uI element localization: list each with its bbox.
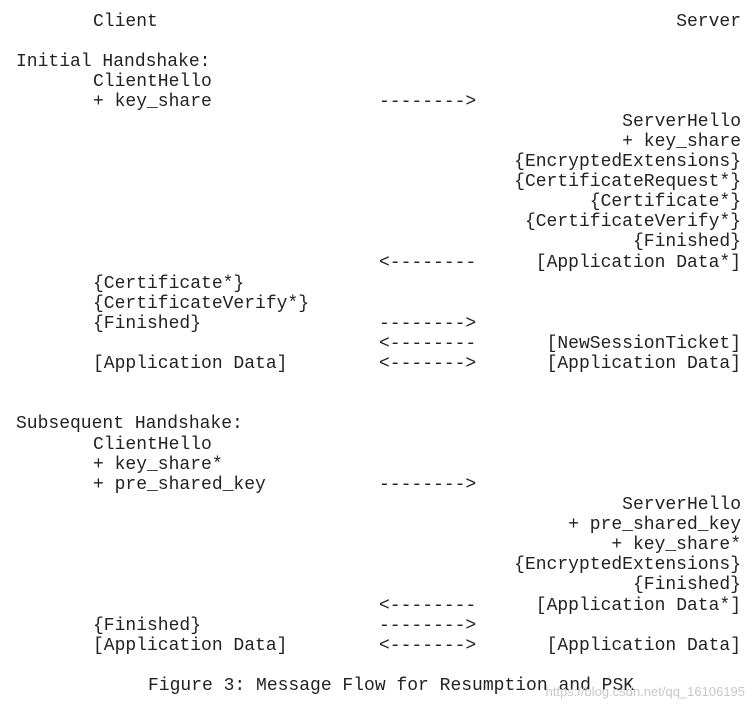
- initial-client-finished: {Finished}: [93, 314, 202, 334]
- subsequent-arrow-to-server-2: -------->: [379, 616, 477, 636]
- initial-client-key-share: + key_share: [93, 92, 212, 112]
- initial-client-app-data: [Application Data]: [93, 354, 288, 374]
- initial-handshake-heading: Initial Handshake:: [16, 52, 211, 72]
- subsequent-client-app-data: [Application Data]: [93, 636, 288, 656]
- watermark: https://blog.csdn.net/qq_16106195: [545, 684, 746, 699]
- subsequent-server-app-data-2: [Application Data]: [546, 636, 741, 656]
- subsequent-arrow-bidirectional: <------->: [379, 636, 477, 656]
- subsequent-server-finished: {Finished}: [632, 575, 741, 595]
- initial-server-finished: {Finished}: [632, 232, 741, 252]
- subsequent-server-hello: ServerHello: [622, 495, 741, 515]
- initial-server-app-data-2: [Application Data]: [546, 354, 741, 374]
- server-column-header: Server: [676, 12, 741, 32]
- subsequent-handshake-heading: Subsequent Handshake:: [16, 414, 243, 434]
- subsequent-client-finished: {Finished}: [93, 616, 202, 636]
- initial-arrow-to-server-1: -------->: [379, 92, 477, 112]
- initial-client-certificate-verify: {CertificateVerify*}: [93, 294, 310, 314]
- initial-client-hello: ClientHello: [93, 72, 212, 92]
- initial-encrypted-extensions: {EncryptedExtensions}: [514, 152, 741, 172]
- subsequent-server-pre-shared-key: + pre_shared_key: [568, 515, 741, 535]
- initial-arrow-bidirectional: <------->: [379, 354, 477, 374]
- subsequent-client-hello: ClientHello: [93, 435, 212, 455]
- initial-certificate-request: {CertificateRequest*}: [514, 172, 741, 192]
- subsequent-server-app-data: [Application Data*]: [535, 596, 741, 616]
- initial-server-key-share: + key_share: [622, 132, 741, 152]
- initial-server-certificate: {Certificate*}: [589, 192, 741, 212]
- initial-arrow-to-client-1: <--------: [379, 253, 477, 273]
- initial-client-certificate: {Certificate*}: [93, 274, 245, 294]
- initial-server-hello: ServerHello: [622, 112, 741, 132]
- client-column-header: Client: [93, 12, 158, 32]
- initial-new-session-ticket: [NewSessionTicket]: [546, 334, 741, 354]
- subsequent-encrypted-extensions: {EncryptedExtensions}: [514, 555, 741, 575]
- subsequent-client-pre-shared-key: + pre_shared_key: [93, 475, 266, 495]
- subsequent-server-key-share: + key_share*: [611, 535, 741, 555]
- figure-caption: Figure 3: Message Flow for Resumption an…: [148, 676, 635, 696]
- subsequent-arrow-to-client-1: <--------: [379, 596, 477, 616]
- initial-arrow-to-client-2: <--------: [379, 334, 477, 354]
- initial-arrow-to-server-2: -------->: [379, 314, 477, 334]
- subsequent-client-key-share: + key_share*: [93, 455, 223, 475]
- initial-server-certificate-verify: {CertificateVerify*}: [524, 212, 741, 232]
- subsequent-arrow-to-server-1: -------->: [379, 475, 477, 495]
- initial-server-app-data: [Application Data*]: [535, 253, 741, 273]
